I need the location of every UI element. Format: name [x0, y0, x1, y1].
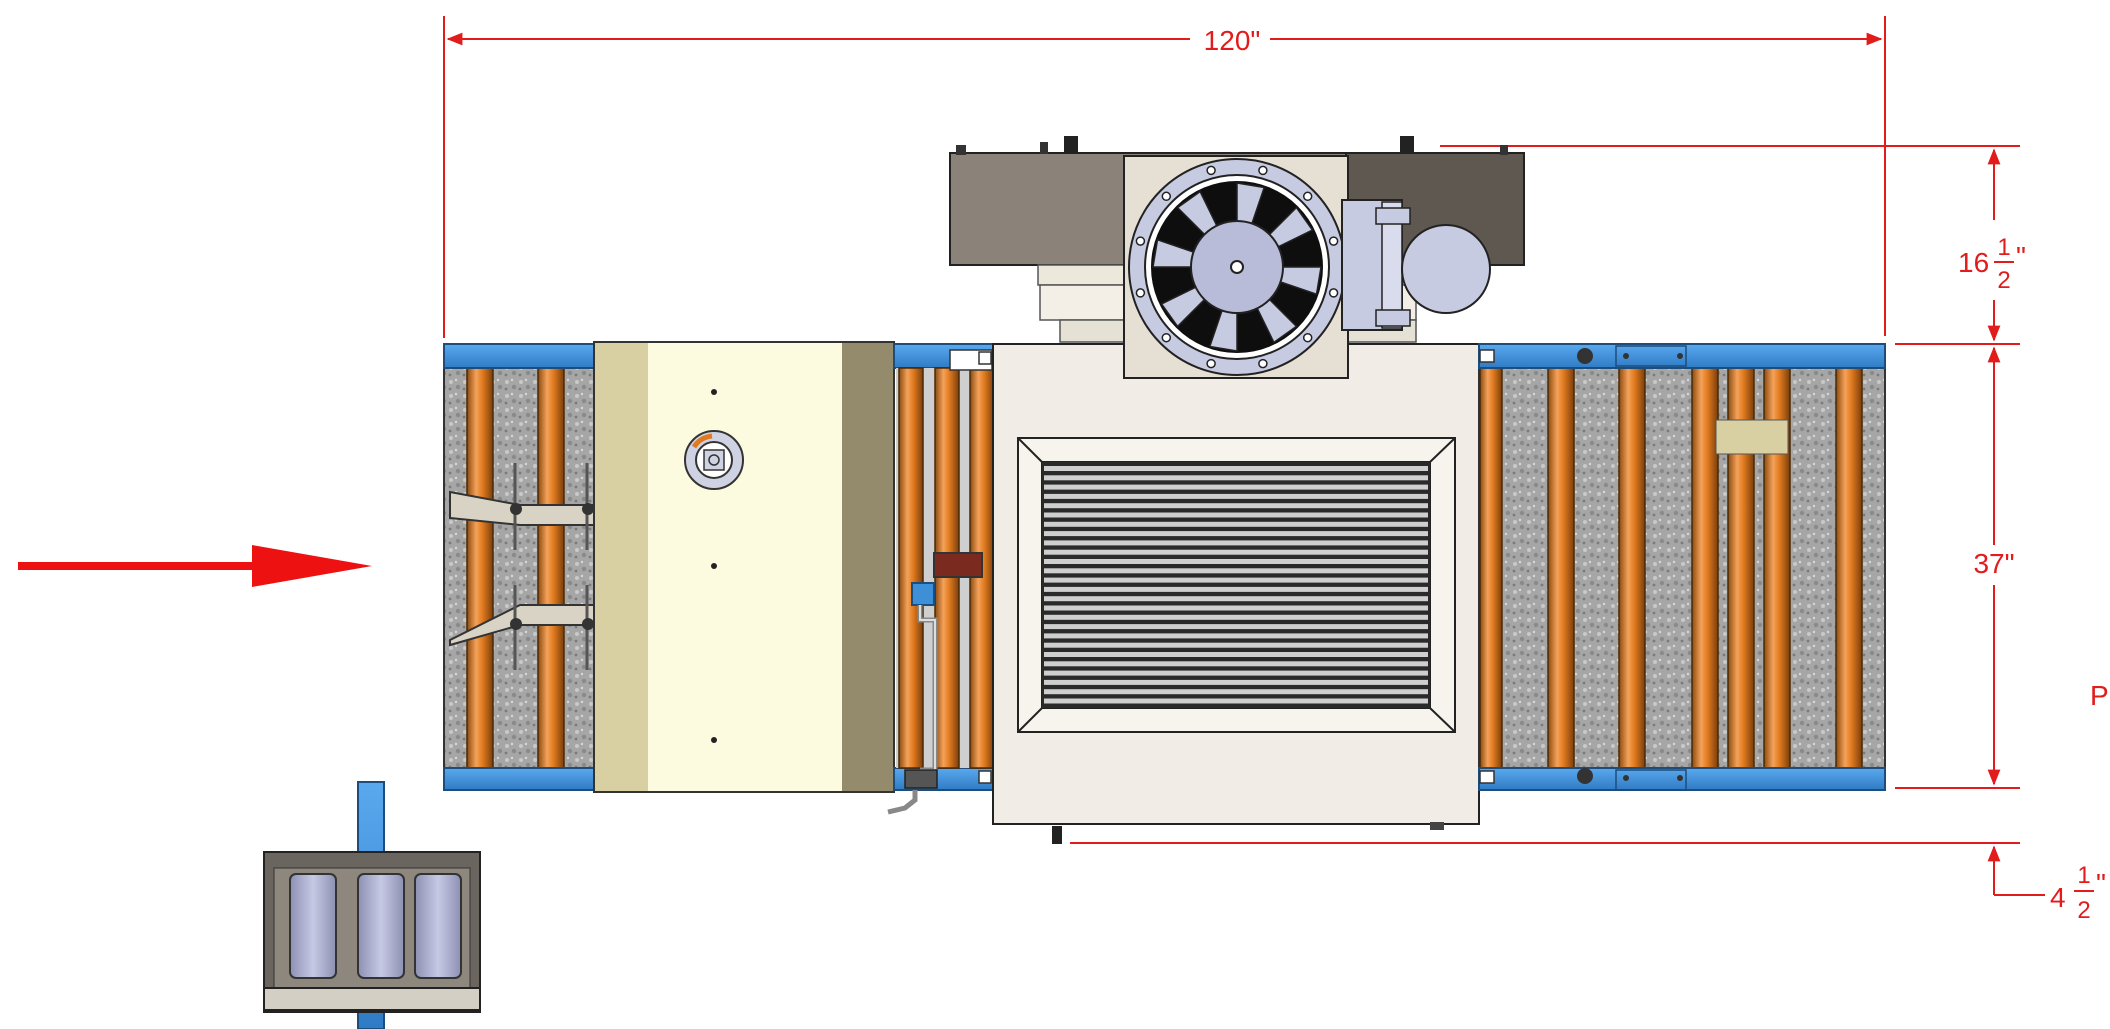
grille-slat [1044, 475, 1428, 481]
grille-slat [1044, 568, 1428, 574]
grille-slat [1044, 605, 1428, 611]
fan-bolt [1258, 358, 1268, 369]
fan-bolt [1135, 236, 1146, 246]
bottom-offset-numerator: 1 [2077, 862, 2090, 889]
shrink-tunnel [593, 341, 895, 793]
top-offset-inch-mark: " [2016, 241, 2026, 272]
grille-slat [1044, 633, 1428, 639]
grille-slat [1044, 670, 1428, 676]
outfeed-conveyor [1478, 343, 1886, 791]
fan-icon [1123, 155, 1349, 379]
grille-slat [1044, 521, 1428, 527]
fan-blades [1152, 182, 1322, 352]
fan-bolt [1135, 288, 1146, 298]
width-label: 37" [1973, 548, 2014, 579]
dimension-bottom-offset: 4 1 2 " [1070, 842, 2106, 924]
bottom-offset-denominator: 2 [2077, 897, 2090, 924]
dimension-width: 37" [1895, 346, 2020, 789]
edge-label: P [2090, 680, 2109, 711]
grille-slat [1044, 689, 1428, 695]
fan-bolt [1206, 358, 1216, 369]
tunnel-sensor-icon [684, 430, 744, 490]
grille-slat [1044, 652, 1428, 657]
top-offset-denominator: 2 [1997, 267, 2010, 294]
grille-slat [1044, 679, 1428, 685]
infeed-conveyor [443, 343, 595, 791]
grille-slat [1044, 512, 1428, 518]
grille-slat [1044, 642, 1428, 648]
grille-slat [1044, 596, 1428, 602]
filter-cartridge-icon [263, 781, 481, 1029]
fan-bolt [1161, 191, 1172, 202]
grille-slat [1044, 493, 1428, 499]
grille-slat [1044, 549, 1428, 555]
grille-slat [1044, 586, 1428, 592]
grille-slat [1044, 614, 1428, 620]
infeed-rollers [466, 367, 565, 769]
grille-slat [1044, 484, 1428, 490]
fan-bolt [1302, 191, 1313, 202]
grille-slat [1044, 698, 1428, 704]
grille-slat [1044, 624, 1428, 630]
grille-slat [1044, 577, 1428, 583]
fan-motor-icon [1341, 199, 1491, 331]
dimension-overall-length: 120" [443, 16, 1886, 338]
heater-grille [1044, 466, 1428, 704]
grille-slat [1044, 661, 1428, 667]
grille-slat [1044, 540, 1428, 546]
fan-bolt [1206, 165, 1216, 176]
fan-bolt [1258, 165, 1268, 176]
overall-length-label: 120" [1204, 25, 1261, 56]
top-offset-whole: 16 [1958, 247, 1989, 278]
top-offset-numerator: 1 [1997, 234, 2010, 261]
bottom-offset-whole: 4 [2050, 882, 2066, 913]
heater-housing [949, 136, 1525, 844]
fan-bolts [1135, 165, 1339, 369]
fan-bolt [1302, 332, 1313, 343]
bottom-offset-inch-mark: " [2096, 868, 2106, 899]
grille-slat [1044, 503, 1428, 509]
dimension-top-offset: 16 1 2 " [1440, 145, 2026, 345]
valve-icon [887, 552, 983, 815]
fan-bolt [1328, 236, 1339, 246]
grille-slat [1044, 559, 1428, 564]
fan-bolt [1161, 332, 1172, 343]
transfer-rollers [887, 343, 995, 815]
grille-slat [1044, 466, 1428, 471]
arrow-right-icon [18, 545, 372, 587]
fan-bolt [1328, 288, 1339, 298]
infeed-guide-arms [449, 463, 595, 670]
grille-slat [1044, 531, 1428, 537]
